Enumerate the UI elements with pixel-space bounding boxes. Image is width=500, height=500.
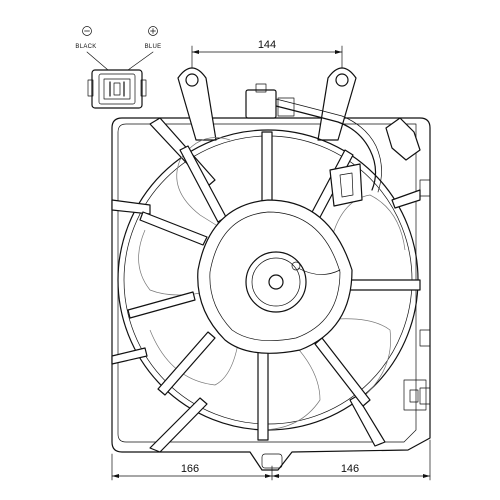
dimension-bottom-right-value: 146: [341, 463, 359, 475]
harness-connector: [385, 117, 421, 161]
negative-wire-label: BLACK: [75, 44, 96, 50]
dimension-bottom-left-value: 166: [181, 463, 199, 475]
positive-pin-icon: [148, 26, 158, 36]
connector-plug-icon: [87, 69, 147, 109]
fan-shroud: [111, 67, 431, 471]
harness-plug: [245, 89, 277, 119]
mount-lug-left: [177, 67, 217, 141]
dimension-bottom: 166 146: [111, 439, 431, 481]
ground-tab: [403, 379, 427, 411]
wire-harness: [245, 83, 421, 207]
negative-pin-icon: [82, 26, 92, 36]
positive-wire-label: BLUE: [145, 44, 162, 50]
dimension-top: 144: [191, 39, 343, 73]
motor-shaft-icon: [268, 274, 284, 290]
motor-hub: [197, 199, 353, 354]
connector-pinout: BLACK BLUE: [75, 26, 162, 109]
dimension-top-value: 144: [258, 39, 276, 51]
mount-lug-right: [317, 67, 357, 141]
